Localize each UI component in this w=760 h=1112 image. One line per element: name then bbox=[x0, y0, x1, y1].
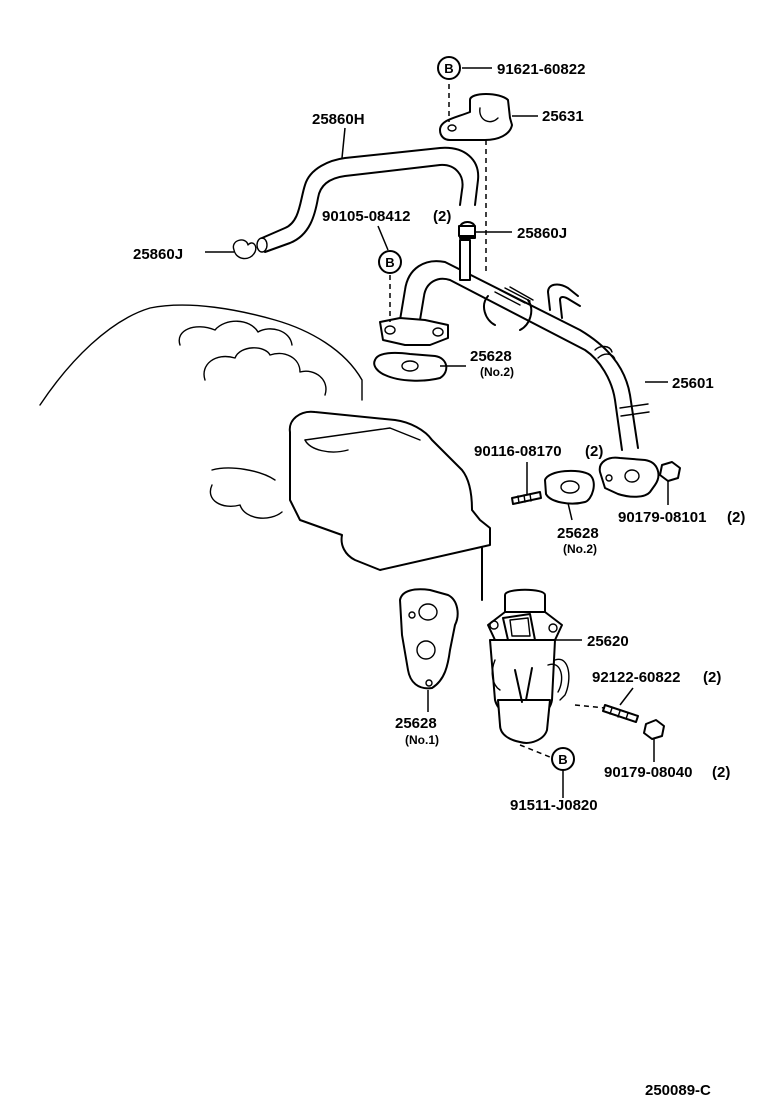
svg-text:B: B bbox=[385, 255, 394, 270]
svg-text:B: B bbox=[444, 61, 453, 76]
note-25628-top: (No.2) bbox=[480, 365, 514, 379]
nut-90179-08101 bbox=[659, 461, 681, 482]
drawing-code: 250089-C bbox=[645, 1082, 711, 1099]
label-90179-08101: 90179-08101 bbox=[618, 509, 706, 526]
egr-valve-25620 bbox=[481, 547, 570, 744]
alignment-lines bbox=[389, 84, 606, 758]
stud-90116 bbox=[511, 491, 542, 505]
label-25628-top: 25628 bbox=[470, 348, 512, 365]
label-25860H: 25860H bbox=[312, 111, 365, 128]
label-25631: 25631 bbox=[542, 108, 584, 125]
b-ref-circle-91621: B bbox=[437, 56, 461, 80]
label-25860J-right: 25860J bbox=[517, 225, 567, 242]
gasket-25628-top bbox=[373, 351, 448, 382]
qty-90116-08170: (2) bbox=[585, 443, 603, 460]
qty-92122-60822: (2) bbox=[703, 669, 721, 686]
nut-90179-08040 bbox=[643, 719, 665, 740]
label-92122-60822: 92122-60822 bbox=[592, 669, 680, 686]
qty-90105-08412: (2) bbox=[433, 208, 451, 225]
label-25620: 25620 bbox=[587, 633, 629, 650]
bracket-25631 bbox=[439, 93, 513, 141]
qty-90179-08040: (2) bbox=[712, 764, 730, 781]
note-25628-mid: (No.2) bbox=[563, 542, 597, 556]
egr-pipe-25601 bbox=[379, 239, 660, 498]
svg-text:B: B bbox=[558, 752, 567, 767]
clamp-25860J-right bbox=[458, 225, 476, 237]
note-25628-low: (No.1) bbox=[405, 733, 439, 747]
label-90105-08412: 90105-08412 bbox=[322, 208, 410, 225]
label-25860J-left: 25860J bbox=[133, 246, 183, 263]
label-90116-08170: 90116-08170 bbox=[474, 443, 562, 460]
vacuum-hose-25860H bbox=[232, 146, 480, 260]
engine-block-outline bbox=[39, 304, 491, 571]
label-25628-low: 25628 bbox=[395, 715, 437, 732]
stud-92122 bbox=[602, 704, 639, 723]
label-91511-J0820: 91511-J0820 bbox=[510, 797, 598, 814]
label-90179-08040: 90179-08040 bbox=[604, 764, 692, 781]
label-25601: 25601 bbox=[672, 375, 714, 392]
qty-90179-08101: (2) bbox=[727, 509, 745, 526]
gasket-25628-low bbox=[399, 588, 459, 690]
b-ref-circle-90105: B bbox=[378, 250, 402, 274]
label-91621-60822: 91621-60822 bbox=[497, 61, 585, 78]
leader-lines bbox=[205, 67, 669, 798]
gasket-25628-mid bbox=[544, 469, 595, 505]
b-ref-circle-91511: B bbox=[551, 747, 575, 771]
label-25628-mid: 25628 bbox=[557, 525, 599, 542]
